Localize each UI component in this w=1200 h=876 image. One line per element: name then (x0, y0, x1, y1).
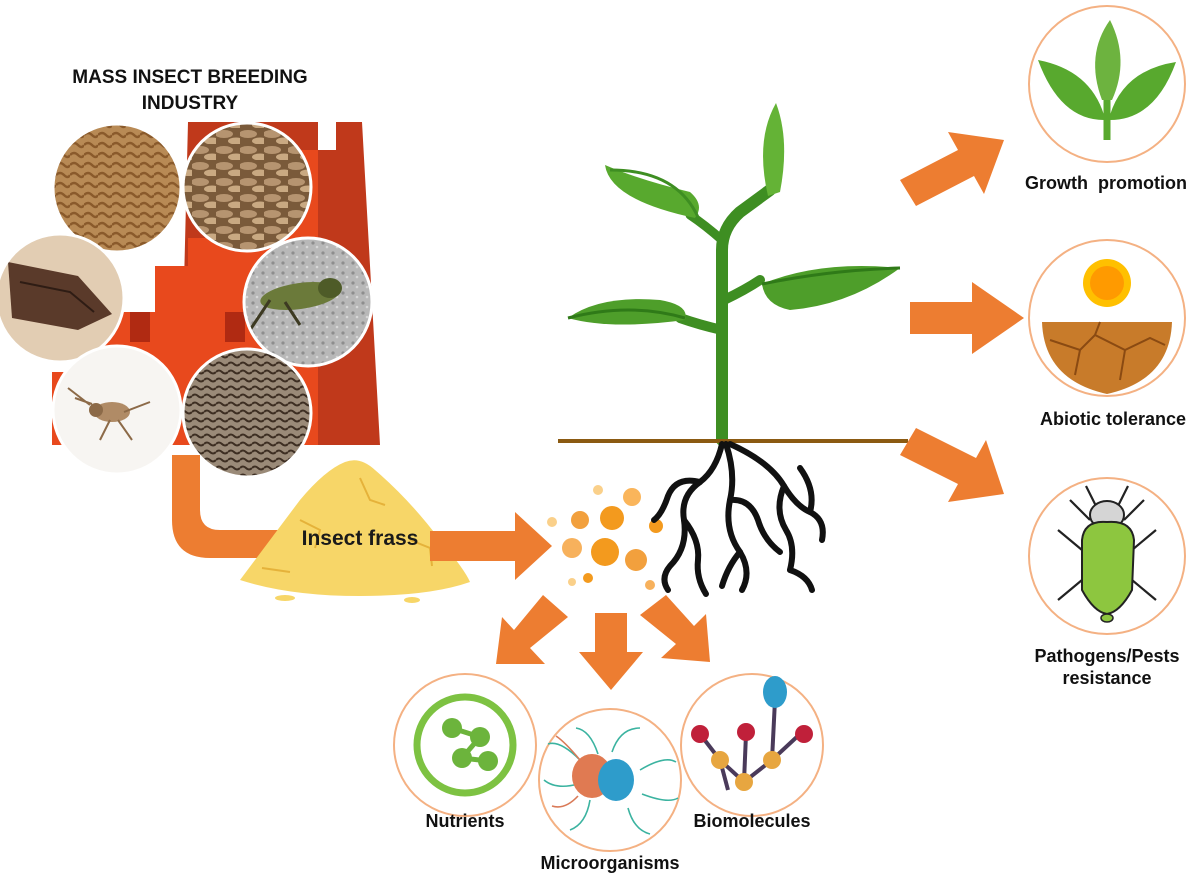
pest-resistance-circle (1028, 477, 1186, 635)
industry-title-line2: INDUSTRY (141, 93, 239, 114)
industry-title-line1: MASS INSECT BREEDING (72, 67, 308, 88)
insect-frass-pile (240, 460, 470, 603)
pest-resistance-label-line1: Pathogens/Pests (1034, 646, 1180, 666)
nutrients-label: Nutrients (425, 811, 505, 831)
pest-resistance-label-line2: resistance (1062, 668, 1152, 688)
growth-promotion-label: Growth promotion (1025, 173, 1187, 193)
benefit-arrows (900, 132, 1024, 502)
larvae-pile-photo (181, 347, 313, 479)
biomolecules-label: Biomolecules (693, 811, 811, 831)
insect-frass-label: Insect frass (301, 527, 419, 550)
factory-to-frass-arrow (172, 455, 300, 558)
soil-particles (547, 485, 663, 590)
plant-illustration (567, 103, 901, 446)
mealworm-photo (51, 122, 183, 254)
growth-promotion-circle (1028, 5, 1186, 163)
component-arrows (496, 595, 710, 690)
biomolecules-circle (680, 673, 824, 817)
abiotic-tolerance-label: Abiotic tolerance (1039, 409, 1187, 429)
abiotic-tolerance-circle (1028, 239, 1186, 397)
microorganisms-label: Microorganisms (540, 853, 680, 873)
microorganisms-circle (538, 708, 682, 852)
nutrients-circle (393, 673, 537, 817)
moth-photo (0, 232, 126, 364)
frass-to-soil-arrow (430, 512, 552, 580)
plant-roots (651, 441, 826, 597)
cricket-photo (51, 344, 183, 476)
grub-photo (181, 121, 313, 253)
grasshopper-photo (242, 236, 374, 368)
